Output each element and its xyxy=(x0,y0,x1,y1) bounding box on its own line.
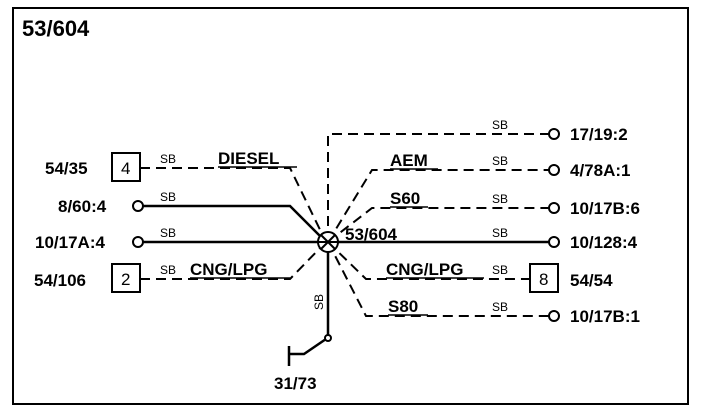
wire-color-label: SB xyxy=(160,263,176,277)
wire-color-label-vertical: SB xyxy=(312,294,326,310)
group-label-diesel: DIESEL xyxy=(218,149,279,168)
terminal-pin xyxy=(548,128,560,140)
wire-10-17b-1 xyxy=(327,241,552,317)
terminal-pin xyxy=(132,236,144,248)
wire-color-label: SB xyxy=(492,118,508,132)
label-10-17b-1: 10/17B:1 xyxy=(570,307,640,326)
label-54-54: 54/54 xyxy=(570,271,613,290)
group-label-s60: S60 xyxy=(390,189,420,208)
ground-label: 31/73 xyxy=(274,374,317,393)
terminal-pin xyxy=(548,202,560,214)
label-8-60-4: 8/60:4 xyxy=(58,197,107,216)
label-10-128-4: 10/128:4 xyxy=(570,233,638,252)
wire-color-label: SB xyxy=(160,226,176,240)
wire-color-label: SB xyxy=(492,154,508,168)
wire-54-35 xyxy=(140,167,327,243)
wire-10-17b-6 xyxy=(327,207,552,243)
splice-icon xyxy=(317,231,339,253)
connector-box-4 xyxy=(111,152,141,182)
wire-54-106 xyxy=(140,241,327,280)
group-label-aem: AEM xyxy=(390,151,428,170)
wire-8-60-4 xyxy=(140,204,327,243)
terminal-pin xyxy=(324,334,332,342)
group-label-s80: S80 xyxy=(388,297,418,316)
pin-number-4: 4 xyxy=(121,159,130,178)
label-10-17a-4: 10/17A:4 xyxy=(35,233,105,252)
terminal-pin xyxy=(132,200,144,212)
label-54-106: 54/106 xyxy=(34,271,86,290)
wire-17-19-2 xyxy=(327,133,552,242)
wire-color-label: SB xyxy=(492,192,508,206)
group-label-cng-lpg-right: CNG/LPG xyxy=(386,260,463,279)
label-4-78a-1: 4/78A:1 xyxy=(570,161,630,180)
splice-label: 53/604 xyxy=(345,225,398,244)
connector-box-8 xyxy=(529,263,559,293)
wire-color-label: SB xyxy=(160,152,176,166)
terminal-pin xyxy=(548,236,560,248)
wire-color-label: SB xyxy=(160,190,176,204)
label-54-35: 54/35 xyxy=(45,159,88,178)
wire-color-label: SB xyxy=(492,263,508,277)
diagram-title: 53/604 xyxy=(22,16,90,41)
diagram-frame xyxy=(12,7,689,405)
wire-color-label: SB xyxy=(492,226,508,240)
label-10-17b-6: 10/17B:6 xyxy=(570,199,640,218)
wire-4-78a-1 xyxy=(327,169,552,243)
wire-54-54 xyxy=(327,241,530,280)
wire-color-label: SB xyxy=(492,300,508,314)
group-label-cng-lpg-left: CNG/LPG xyxy=(190,260,267,279)
pin-number-2: 2 xyxy=(121,270,130,289)
pin-number-8: 8 xyxy=(539,270,548,289)
ground-switch xyxy=(287,337,327,366)
label-17-19-2: 17/19:2 xyxy=(570,125,628,144)
terminal-pin xyxy=(548,310,560,322)
terminal-pin xyxy=(548,164,560,176)
